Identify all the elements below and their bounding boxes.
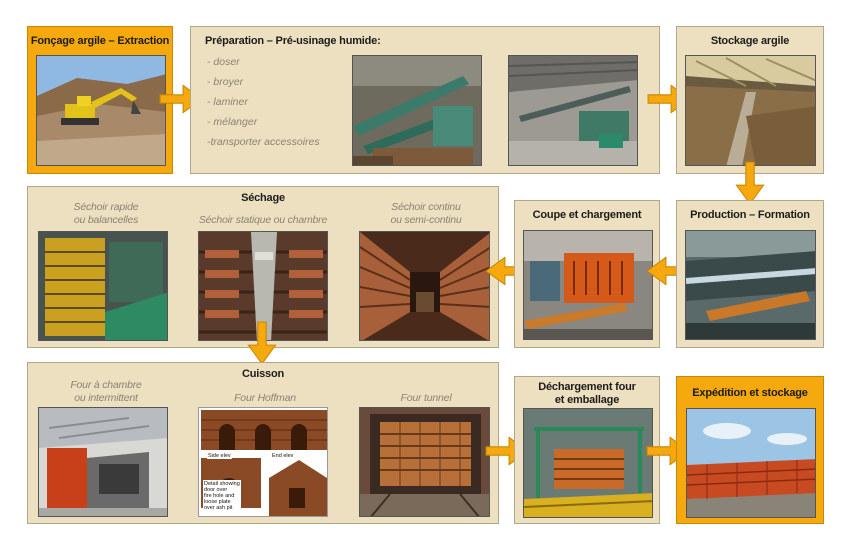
photo-chamber-kiln [38,407,168,517]
step-preparation: Préparation – Pré-usinage humide: - dose… [190,26,660,174]
preparation-item: -transporter accessoires [207,136,320,148]
hoffman-label-side: Side elev [207,453,232,459]
preparation-item: - broyer [207,76,244,88]
photo-rapid-dryer [38,231,168,341]
hoffman-detail-line: door over [204,487,228,493]
photo-extrusion-line [685,230,816,340]
step-dechargement-title: Déchargement four et emballage [515,381,659,407]
step-dechargement-title-line1: Déchargement four [538,381,636,393]
step-extraction: Fonçage argile – Extraction [27,26,173,174]
photo-cutting-machine [523,230,653,340]
step-stockage: Stockage argile [676,26,824,174]
cuisson-sub-tunnel: Four tunnel [400,392,452,404]
step-stockage-title: Stockage argile [710,35,790,47]
step-coupe-title: Coupe et chargement [532,209,642,221]
sechage-sub-rapide: Séchoir rapide ou balancelles [36,201,176,227]
photo-conveyor-machines [352,55,482,166]
sechage-sub-rapide-line1: Séchoir rapide [73,201,139,213]
hoffman-detail-line: fire hole and [204,493,235,499]
photo-tunnel-kiln [359,407,490,517]
photo-factory-hall [508,55,638,166]
preparation-item: - mélanger [207,116,258,128]
hoffman-detail-line: loose plate [204,499,231,505]
preparation-list: - doser - broyer - laminer - mélanger -t… [207,52,320,152]
photo-excavator [36,55,166,166]
step-sechage-title: Séchage [241,192,285,204]
sechage-sub-statique: Séchoir statique ou chambre [198,214,328,226]
photo-brick-stacks [686,408,816,518]
preparation-item: - doser [207,56,240,68]
step-production-title: Production – Formation [690,209,810,221]
cuisson-sub-chambre: Four à chambre ou intermittent [36,379,176,405]
photo-clay-storage [685,55,816,166]
step-expedition-title: Expédition et stockage [692,387,808,399]
cuisson-sub-chambre-line1: Four à chambre [70,379,142,391]
step-expedition: Expédition et stockage [676,376,824,524]
hoffman-detail-line: over ash pit [204,505,233,511]
hoffman-label-end: End elev [271,453,295,459]
photo-unloading [523,408,653,518]
hoffman-label-detail: Detail showing door over fire hole and l… [203,480,241,512]
sechage-sub-continu-line2: ou semi-continu [390,214,462,226]
sechage-sub-rapide-line2: ou balancelles [73,214,139,226]
sechage-sub-continu-line1: Séchoir continu [391,201,461,213]
hoffman-detail-line: Detail showing [204,481,240,487]
preparation-item: - laminer [207,96,248,108]
step-sechage: Séchage Séchoir rapide ou balancelles Sé… [27,186,499,348]
step-extraction-title: Fonçage argile – Extraction [30,35,170,47]
step-preparation-title: Préparation – Pré-usinage humide: [205,35,381,47]
arrow-down-icon [245,320,279,366]
step-production: Production – Formation [676,200,824,348]
step-cuisson-title: Cuisson [242,368,284,380]
sechage-sub-continu: Séchoir continu ou semi-continu [356,201,496,227]
diagram-hoffman-kiln: Side elev End elev Detail showing door o… [198,407,328,517]
cuisson-sub-chambre-line2: ou intermittent [74,392,138,404]
cuisson-sub-hoffman: Four Hoffman [234,392,296,404]
step-dechargement: Déchargement four et emballage [514,376,660,524]
step-coupe: Coupe et chargement [514,200,660,348]
step-cuisson: Cuisson Four à chambre ou intermittent F… [27,362,499,524]
step-dechargement-title-line2: et emballage [554,394,620,406]
photo-continuous-dryer [359,231,490,341]
